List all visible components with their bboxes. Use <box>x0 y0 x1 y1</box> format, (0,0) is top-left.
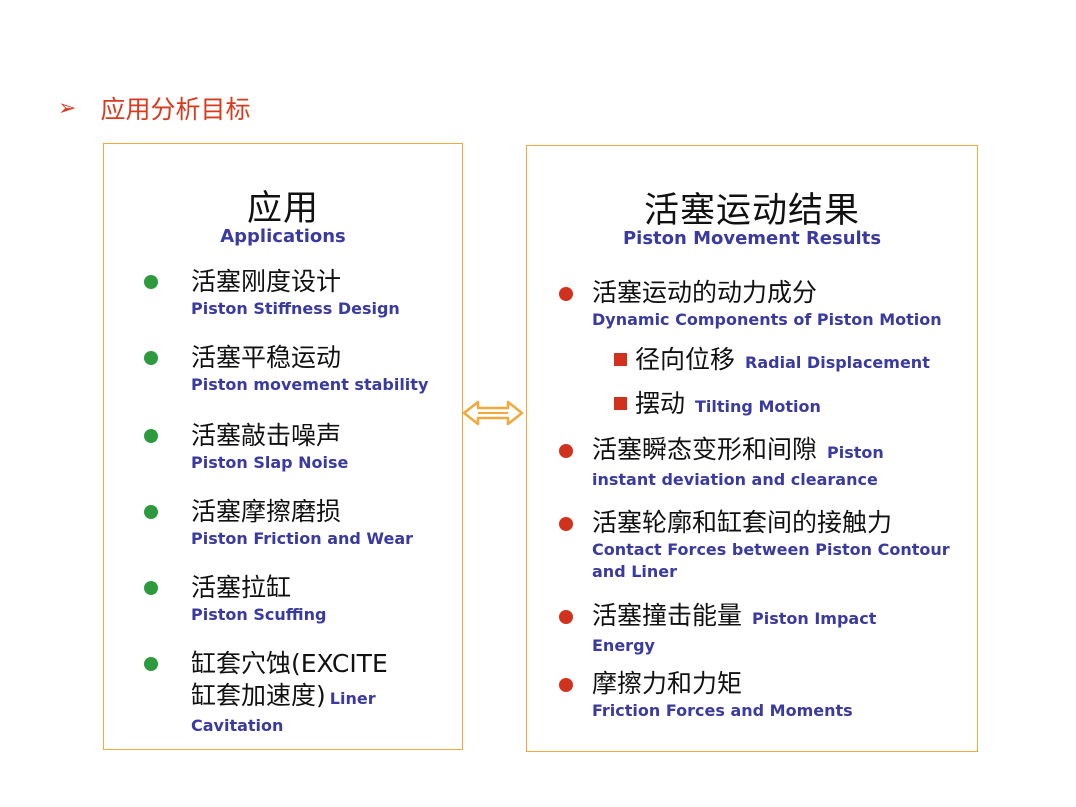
item-en: Energy <box>592 636 655 655</box>
red-bullet-icon <box>559 287 573 301</box>
item-en: Dynamic Components of Piston Motion <box>592 310 942 329</box>
list-item: 活塞瞬态变形和间隙 Piston instant deviation and cl… <box>559 434 884 491</box>
red-square-bullet-icon <box>614 397 627 410</box>
item-zh: 活塞摩擦磨损 <box>191 497 342 526</box>
red-bullet-icon <box>559 444 573 458</box>
item-zh: 摆动 <box>635 389 686 418</box>
item-en-line1: Contact Forces between Piston Contour <box>592 540 950 559</box>
list-item: 活塞撞击能量 Piston Impact Energy <box>559 600 876 657</box>
item-en-inline: Piston <box>827 443 884 462</box>
list-item: 活塞敲击噪声 Piston Slap Noise <box>144 420 348 474</box>
red-square-bullet-icon <box>614 353 627 366</box>
list-item: 活塞刚度设计 Piston Stiffness Design <box>144 266 400 320</box>
applications-box: 应用 Applications 活塞刚度设计 Piston Stiffness … <box>103 143 463 750</box>
red-bullet-icon <box>559 610 573 624</box>
green-bullet-icon <box>144 275 158 289</box>
item-zh: 摩擦力和力矩 <box>592 669 743 698</box>
green-bullet-icon <box>144 429 158 443</box>
item-zh: 活塞敲击噪声 <box>191 421 342 450</box>
arrow-bullet-icon: ➢ <box>58 95 77 121</box>
section-heading: ➢ 应用分析目标 <box>58 90 250 126</box>
item-en: instant deviation and clearance <box>592 470 878 489</box>
item-en: Piston movement stability <box>191 375 429 394</box>
item-zh-line1: 缸套穴蚀(EXCITE <box>191 649 388 678</box>
item-zh: 活塞撞击能量 <box>592 601 743 630</box>
applications-title: 应用 <box>246 189 319 229</box>
sub-list-item: 径向位移 Radial Displacement <box>614 344 930 379</box>
item-en: Cavitation <box>191 716 284 735</box>
list-item: 活塞摩擦磨损 Piston Friction and Wear <box>144 496 413 550</box>
item-zh: 径向位移 <box>635 345 736 374</box>
section-heading-text: 应用分析目标 <box>100 95 251 124</box>
item-zh: 活塞轮廓和缸套间的接触力 <box>592 508 893 537</box>
item-zh: 活塞拉缸 <box>191 573 292 602</box>
green-bullet-icon <box>144 581 158 595</box>
item-en-inline: Tilting Motion <box>695 397 821 416</box>
piston-results-title: 活塞运动结果 <box>643 191 860 231</box>
list-item: 缸套穴蚀(EXCITE 缸套加速度)Liner Cavitation <box>144 648 388 737</box>
item-en: Piston Scuffing <box>191 605 327 624</box>
item-zh: 活塞刚度设计 <box>191 267 342 296</box>
double-arrow-icon <box>462 400 524 426</box>
item-en-inline: Radial Displacement <box>745 353 930 372</box>
list-item: 活塞轮廓和缸套间的接触力 Contact Forces between Pist… <box>559 507 950 583</box>
item-en: Piston Friction and Wear <box>191 529 414 548</box>
item-en: Friction Forces and Moments <box>592 701 853 720</box>
item-en-inline: Liner <box>329 689 376 708</box>
green-bullet-icon <box>144 351 158 365</box>
item-en-line2: and Liner <box>592 562 678 581</box>
item-zh: 活塞瞬态变形和间隙 <box>592 435 818 464</box>
list-item: 活塞平稳运动 Piston movement stability <box>144 342 428 396</box>
green-bullet-icon <box>144 657 158 671</box>
piston-results-subtitle: Piston Movement Results <box>622 228 882 249</box>
red-bullet-icon <box>559 517 573 531</box>
green-bullet-icon <box>144 505 158 519</box>
item-zh: 活塞平稳运动 <box>191 343 342 372</box>
list-item: 活塞拉缸 Piston Scuffing <box>144 572 326 626</box>
red-bullet-icon <box>559 678 573 692</box>
item-zh: 活塞运动的动力成分 <box>592 278 818 307</box>
applications-subtitle: Applications <box>220 226 346 247</box>
item-zh-line2: 缸套加速度)Liner <box>191 681 376 710</box>
list-item: 活塞运动的动力成分 Dynamic Components of Piston M… <box>559 277 942 331</box>
list-item: 摩擦力和力矩 Friction Forces and Moments <box>559 668 853 722</box>
piston-results-box: 活塞运动结果 Piston Movement Results 活塞运动的动力成分… <box>526 145 978 752</box>
item-en-inline: Piston Impact <box>752 609 877 628</box>
item-en: Piston Stiffness Design <box>191 299 400 318</box>
sub-list-item: 摆动 Tilting Motion <box>614 388 821 423</box>
item-en: Piston Slap Noise <box>191 453 349 472</box>
